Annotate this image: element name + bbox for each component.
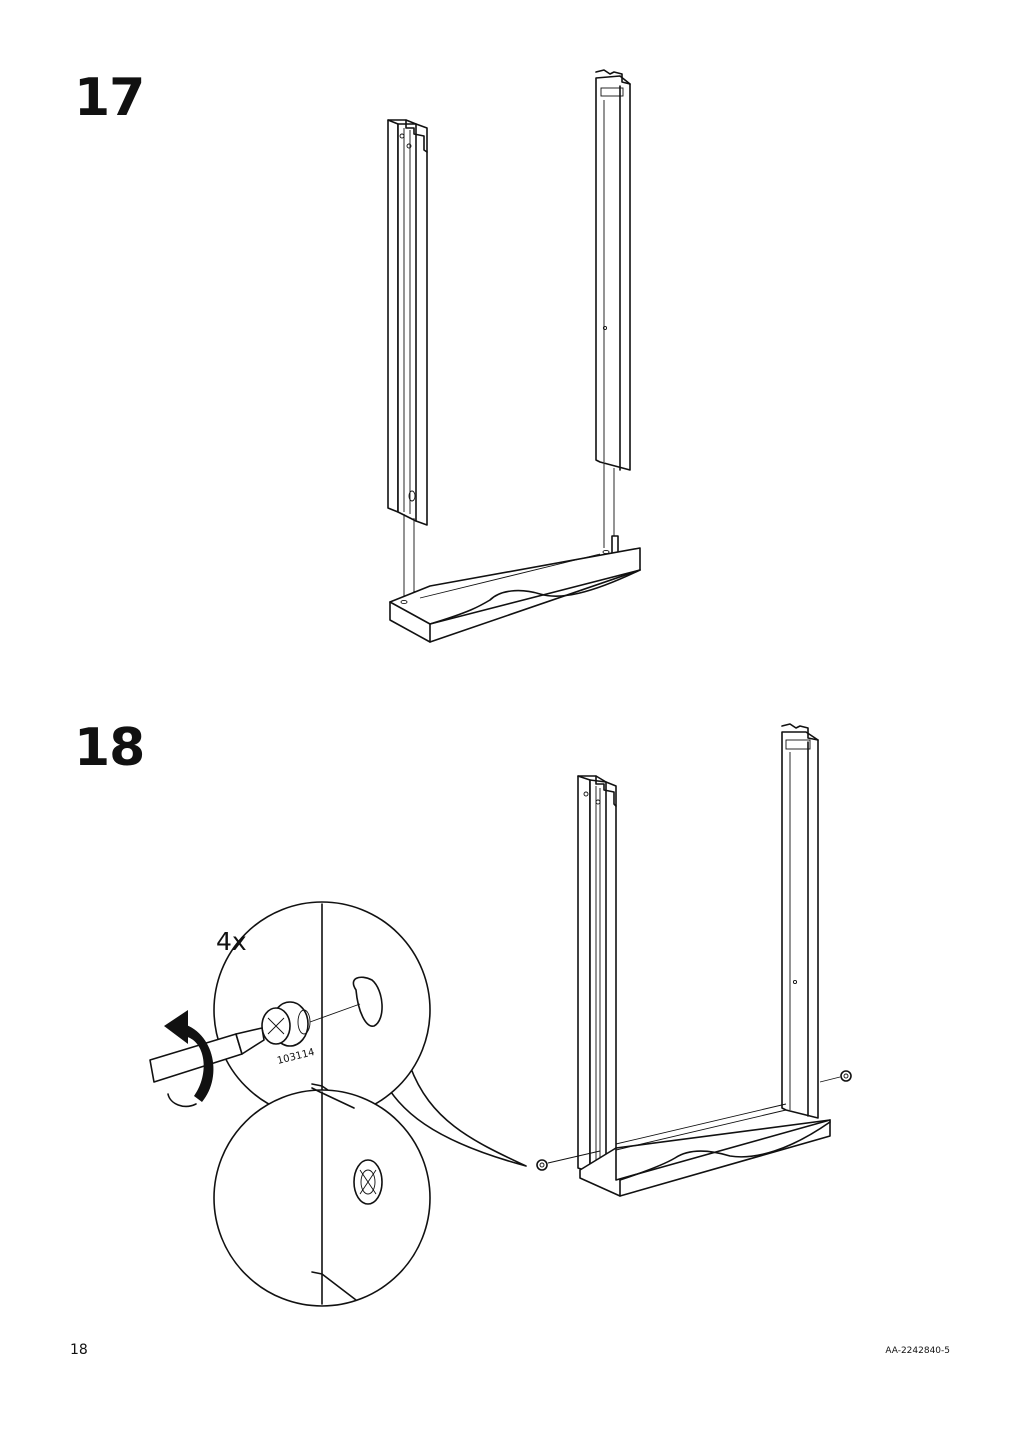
step17-right-post (595, 69, 631, 471)
detail-circle-top (213, 901, 431, 1119)
page-number: 18 (70, 1342, 88, 1358)
rotate-clockwise-icon (164, 1010, 214, 1108)
quantity-label: 4x (216, 927, 247, 956)
step18-left-post (577, 775, 617, 1187)
screwdriver-icon (149, 1027, 265, 1083)
detail-callout-pointer (381, 1065, 527, 1167)
step-number-18: 18 (74, 718, 145, 778)
detail-circle-bottom (213, 1087, 431, 1307)
step17-left-post (387, 119, 428, 526)
step-number-17: 17 (74, 68, 145, 128)
step17-base-board (389, 547, 641, 643)
step18-cam-locks (536, 1070, 852, 1171)
cam-lock-icon (261, 1001, 311, 1047)
cam-lock-installed-icon (353, 1159, 383, 1205)
document-code: AA-2242840-5 (885, 1346, 950, 1356)
step18-right-post (781, 723, 819, 1119)
step18-base-board (579, 1103, 831, 1197)
